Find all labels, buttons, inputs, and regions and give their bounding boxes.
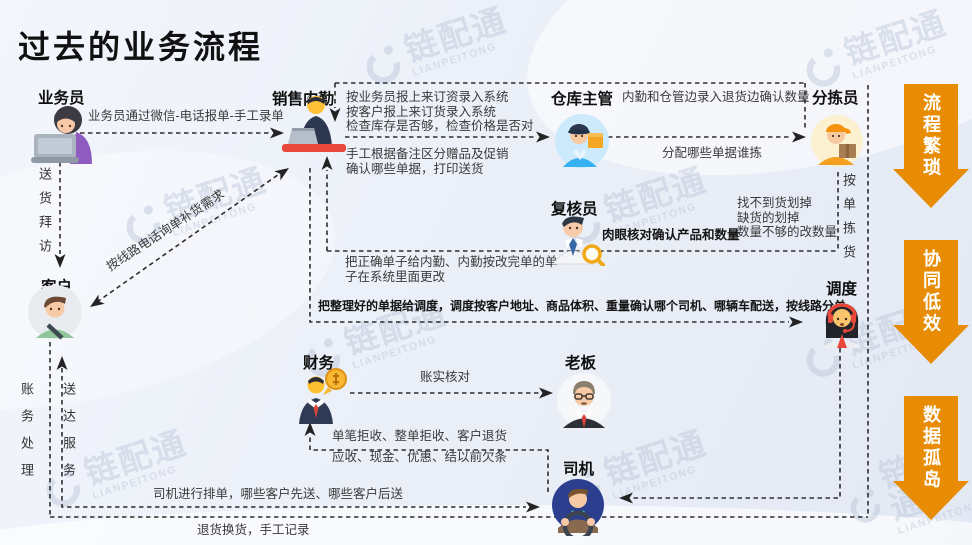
connector-clerk-to-dispatcher xyxy=(309,168,789,323)
note-reject: 单笔拒收、整单拒收、客户退货 xyxy=(332,429,508,443)
connector-clerk-customer-diagonal xyxy=(96,171,283,303)
connector-loop-bottom xyxy=(326,170,839,252)
salesman-avatar-icon xyxy=(31,106,92,164)
reviewer-avatar-icon xyxy=(551,216,605,266)
connector-driver-to-finance xyxy=(309,436,549,492)
role-label-driver: 司机 xyxy=(563,461,595,478)
pain-point-label: 流程繁琐 xyxy=(921,93,941,179)
role-label-dispatcher: 调度 xyxy=(826,281,858,298)
customer-avatar-icon xyxy=(28,285,82,340)
note-assign-pick: 分配哪些单据谁拣 xyxy=(662,146,763,160)
note-entry-system: 按业务员报上来订资录入系统 按客户报上来订货录入系统 检查库存是否够，检查价格是… xyxy=(346,90,534,133)
pain-point-arrow-data: 数据孤岛 xyxy=(893,396,969,520)
role-label-sorter: 分拣员 xyxy=(812,90,859,107)
note-account-handle: 账务处理 xyxy=(19,382,34,490)
pain-point-arrow-collaboration: 协同低效 xyxy=(893,240,969,364)
note-delivery-service: 送达服务 xyxy=(61,382,76,490)
sorter-avatar-icon xyxy=(811,115,863,167)
note-manual-note: 手工根据备注区分赠品及促销 确认哪些单据，打印送货 xyxy=(346,147,509,176)
note-return-exchange: 退货换货，手工记录 xyxy=(197,523,310,537)
role-label-warehouse-manager: 仓库主管 xyxy=(551,91,614,108)
pain-point-arrow-process: 流程繁琐 xyxy=(893,84,969,208)
note-eye-check: 肉眼核对确认产品和数量 xyxy=(602,228,740,242)
note-wechat-order: 业务员通过微信-电话报单-手工录单 xyxy=(88,109,284,123)
down-arrow-icon xyxy=(893,240,969,364)
boss-avatar-icon xyxy=(557,373,611,428)
note-warehouse-confirm: 内勤和仓管边录入退货边确认数量 xyxy=(622,90,810,104)
dispatcher-avatar-icon xyxy=(822,303,862,348)
note-return-correct: 把正确单子给内勤、内勤按改完单的单 子在系统里面更改 xyxy=(345,255,558,284)
note-receivable: 应收、现金、优惠、结以前欠条 xyxy=(332,450,508,464)
note-pick-by-order: 按单拣货 xyxy=(841,173,856,269)
driver-avatar-icon xyxy=(552,479,604,536)
pain-point-label: 协同低效 xyxy=(921,249,941,335)
role-label-boss: 老板 xyxy=(565,355,597,372)
note-reconcile: 账实核对 xyxy=(420,370,471,384)
role-label-finance: 财务 xyxy=(303,355,335,372)
note-not-found: 找不到货划掉 缺货的划掉 数量不够的改数量 xyxy=(737,196,838,239)
down-arrow-icon xyxy=(893,396,969,520)
note-delivery-visit: 送货拜访 xyxy=(37,167,52,263)
role-label-salesman: 业务员 xyxy=(38,90,85,107)
note-dispatch: 把整理好的单据给调度，调度按客户地址、商品体积、重量确认哪个司机、哪辆车配送，按… xyxy=(318,299,847,313)
page-title: 过去的业务流程 xyxy=(18,29,264,65)
sales-clerk-avatar-icon xyxy=(282,93,346,152)
pain-point-label: 数据孤岛 xyxy=(921,405,941,491)
finance-avatar-icon xyxy=(299,368,347,424)
connector-dispatcher-to-driver xyxy=(633,348,841,499)
warehouse-manager-avatar-icon xyxy=(555,114,609,168)
note-driver-sort: 司机进行排单，哪些客户先送、哪些客户后送 xyxy=(153,487,404,501)
